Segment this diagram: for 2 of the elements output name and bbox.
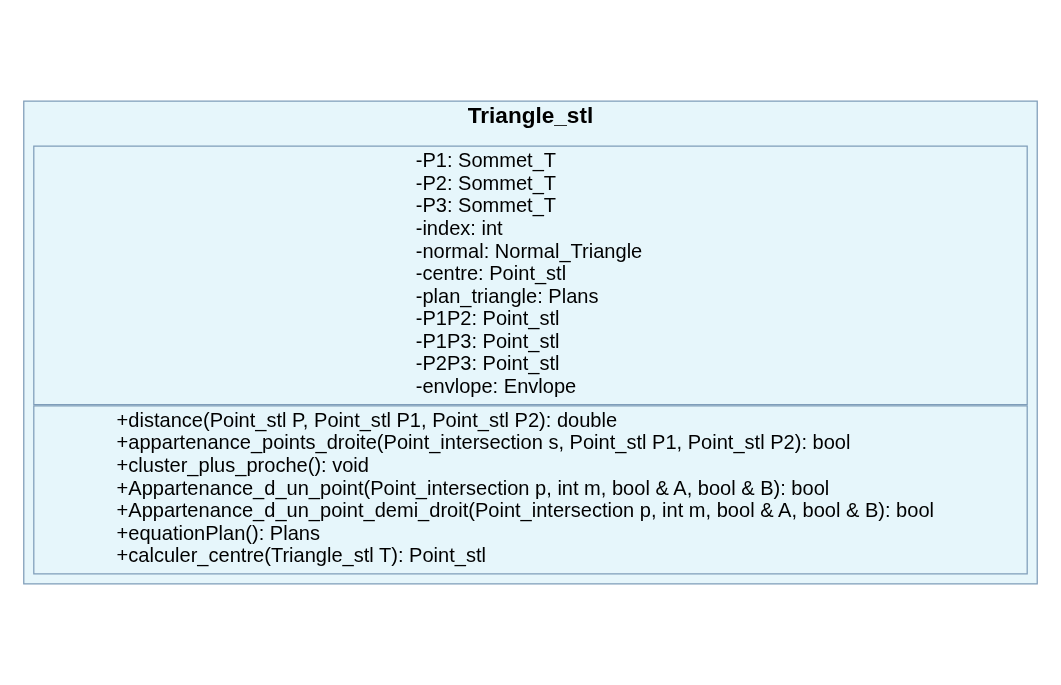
- node-box: +distance(Point_stl P, Point_stl P1, Point_stl P2): double +appartenance_points_droite(Point_intersection s, Point_stl P1, Point_stl P2): bool +cluster_plus_proche(): void +Appartenance_d_un_point(Point_intersection p, int m, bool & A, bool & B): bool +Appartenance_d_un_point_demi_droit(Point_intersection p, int m, bool & A, bool & B): bool +equationPlan(): Plans +calculer_centre(Triangle_stl T): Point_stl: [33, 405, 1028, 575]
- node-box: -P1: Sommet_T -P2: Sommet_T -P3: Sommet_T -index: int -normal: Normal_Triangle -centre: Point_stl -plan_triangle: Plans -P1P2: Point_stl -P1P3: Point_stl -P2P3: Point_stl -envlope: Envlope: [33, 145, 1028, 406]
